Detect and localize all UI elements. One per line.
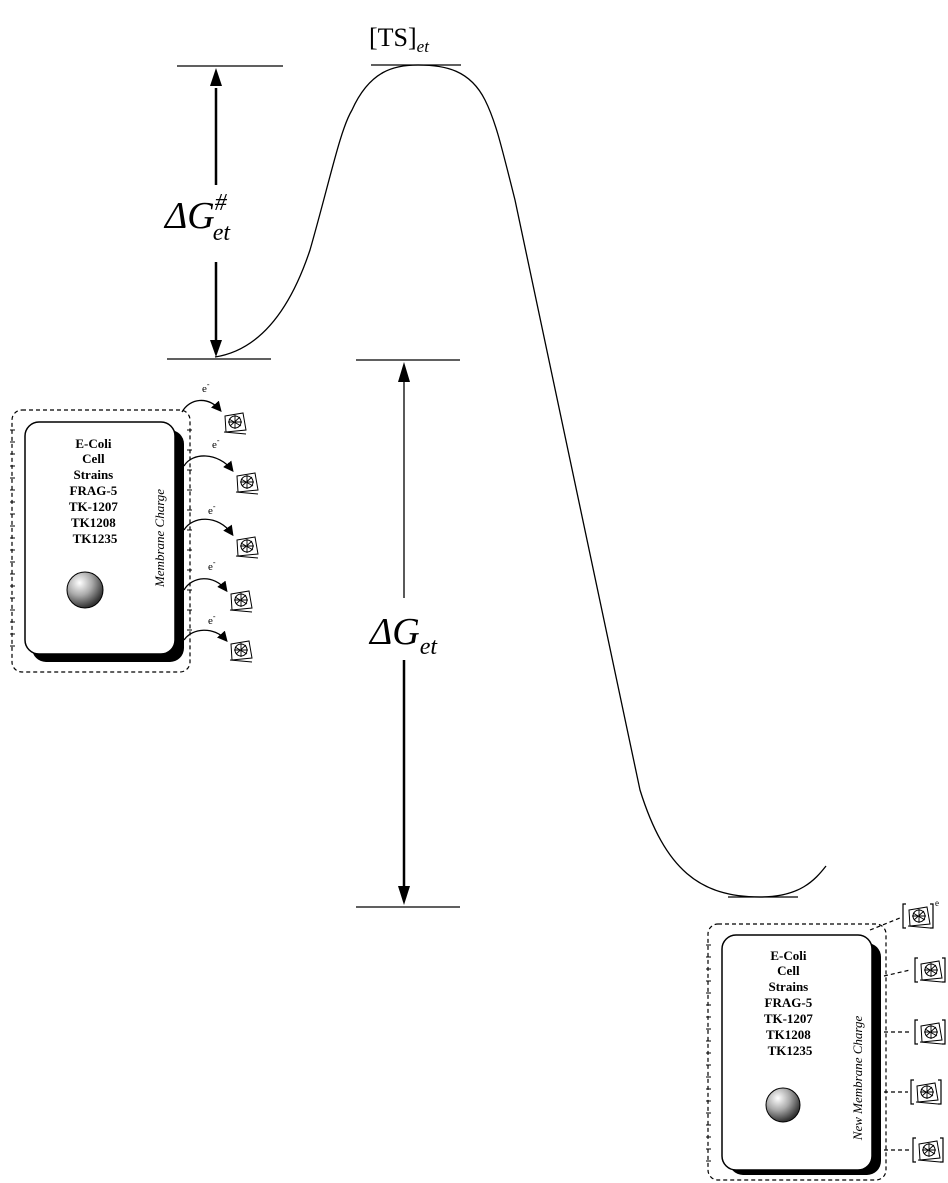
right-charged-products: e xyxy=(870,898,945,1162)
right-cell-nucleus xyxy=(766,1088,800,1122)
reaction-coordinate-curve xyxy=(215,65,826,897)
left-cell-line-2: Cell xyxy=(82,451,105,466)
svg-text:e-: e- xyxy=(208,612,216,627)
svg-text:e-: e- xyxy=(208,558,216,573)
electron-transfer-3: e- xyxy=(184,502,258,558)
left-cell-line-3: Strains xyxy=(74,467,114,482)
quinone-molecule-4-icon xyxy=(230,591,252,612)
right-cell-line-7: TK1235 xyxy=(768,1043,813,1058)
svg-text:e: e xyxy=(935,898,939,908)
left-cell-line-4: FRAG-5 xyxy=(70,483,118,498)
electron-transfer-2: e- xyxy=(184,436,258,494)
ts-label: [TS]et xyxy=(369,23,430,56)
right-cell-line-1: E-Coli xyxy=(770,948,807,963)
left-electron-transfers: e- e- e- e- e- xyxy=(182,380,258,662)
right-cell-line-6: TK1208 xyxy=(766,1027,811,1042)
left-cell-nucleus xyxy=(67,572,103,608)
svg-text:e-: e- xyxy=(212,436,220,451)
quinone-molecule-5-icon xyxy=(230,641,252,662)
svg-text:e-: e- xyxy=(202,380,210,395)
electron-transfer-5: e- xyxy=(184,612,252,662)
activation-energy-label: ΔG#et xyxy=(163,190,231,246)
charged-product-2 xyxy=(884,958,945,982)
electron-transfer-4: e- xyxy=(184,558,252,612)
right-cell: E-Coli Cell Strains FRAG-5 TK-1207 TK120… xyxy=(706,924,886,1180)
quinone-molecule-2-icon xyxy=(236,473,258,494)
free-energy-label: ΔGet xyxy=(368,611,438,660)
quinone-molecule-3-icon xyxy=(236,537,258,558)
charged-molecule-4-icon xyxy=(911,1080,941,1104)
charged-molecule-5-icon xyxy=(913,1138,943,1162)
left-cell-line-6: TK1208 xyxy=(71,515,116,530)
svg-text:e-: e- xyxy=(208,502,216,517)
right-cell-line-2: Cell xyxy=(777,963,800,978)
left-cell: E-Coli Cell Strains FRAG-5 TK-1207 TK120… xyxy=(10,410,192,672)
quinone-molecule-1-icon xyxy=(224,413,246,434)
right-cell-line-5: TK-1207 xyxy=(764,1011,814,1026)
charged-product-4 xyxy=(884,1080,941,1104)
left-cell-line-7: TK1235 xyxy=(73,531,118,546)
charged-product-3 xyxy=(884,1020,945,1044)
right-membrane-label: New Membrane Charge xyxy=(850,1016,865,1142)
left-membrane-label: Membrane Charge xyxy=(152,489,167,588)
charged-product-5 xyxy=(884,1138,943,1162)
electron-transfer-1: e- xyxy=(182,380,246,434)
left-cell-line-1: E-Coli xyxy=(75,436,112,451)
charged-molecule-3-icon xyxy=(915,1020,945,1044)
left-cell-line-5: TK-1207 xyxy=(69,499,119,514)
charged-molecule-1-icon xyxy=(903,904,933,928)
right-cell-line-3: Strains xyxy=(769,979,809,994)
charged-molecule-2-icon xyxy=(915,958,945,982)
right-cell-line-4: FRAG-5 xyxy=(765,995,813,1010)
